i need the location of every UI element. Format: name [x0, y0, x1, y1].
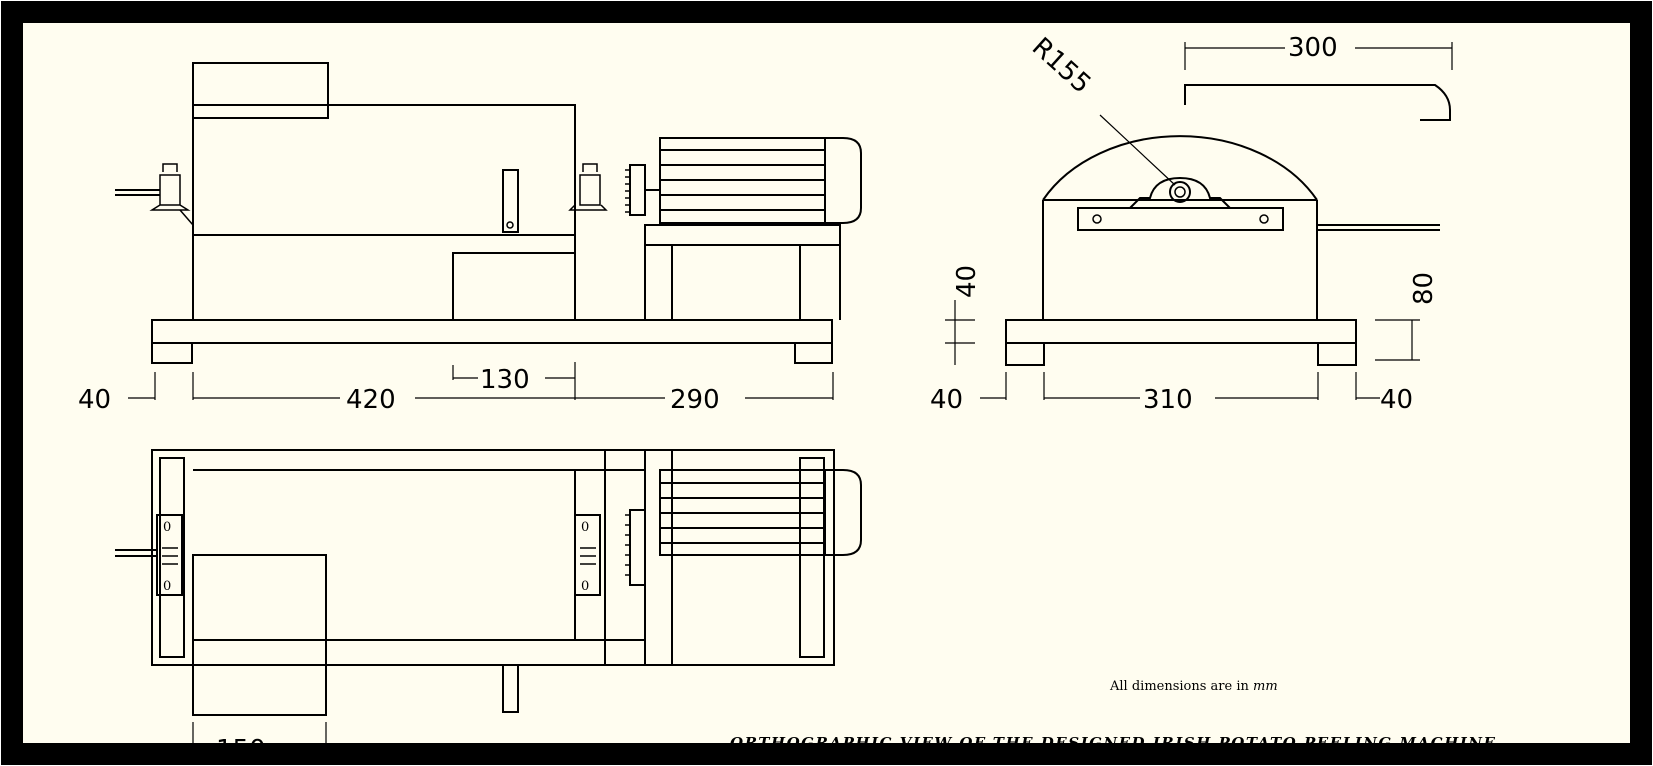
front-view [115, 62, 862, 364]
drawing-title: ORTHOGRAPHIC VIEW OF THE DESIGNED IRISH … [730, 734, 1496, 752]
dim-front-left-leg: 40 [78, 385, 111, 415]
dim-side-left-leg: 40 [930, 385, 963, 415]
front-view-dimensions: 40 420 130 290 [78, 362, 834, 415]
top-view: 0 0 0 0 [115, 449, 862, 716]
dim-top-outlet-width: 150 [216, 735, 266, 765]
units-note: All dimensions are in mm [1109, 679, 1278, 694]
dim-front-inner-offset: 130 [480, 365, 530, 395]
svg-text:0: 0 [163, 579, 171, 594]
dim-side-right-leg: 40 [1380, 385, 1413, 415]
side-view [1005, 84, 1451, 366]
dim-front-body-length: 420 [346, 385, 396, 415]
svg-text:0: 0 [163, 520, 171, 535]
dim-side-chute: 300 [1288, 33, 1338, 63]
dim-side-frame-height: 80 [1409, 272, 1439, 305]
dim-side-leg-height: 40 [952, 265, 982, 298]
dim-front-motor-stand: 290 [670, 385, 720, 415]
svg-text:0: 0 [581, 579, 589, 594]
dim-side-width: 310 [1143, 385, 1193, 415]
svg-text:0: 0 [581, 520, 589, 535]
top-view-dimensions: 150 [192, 722, 327, 765]
